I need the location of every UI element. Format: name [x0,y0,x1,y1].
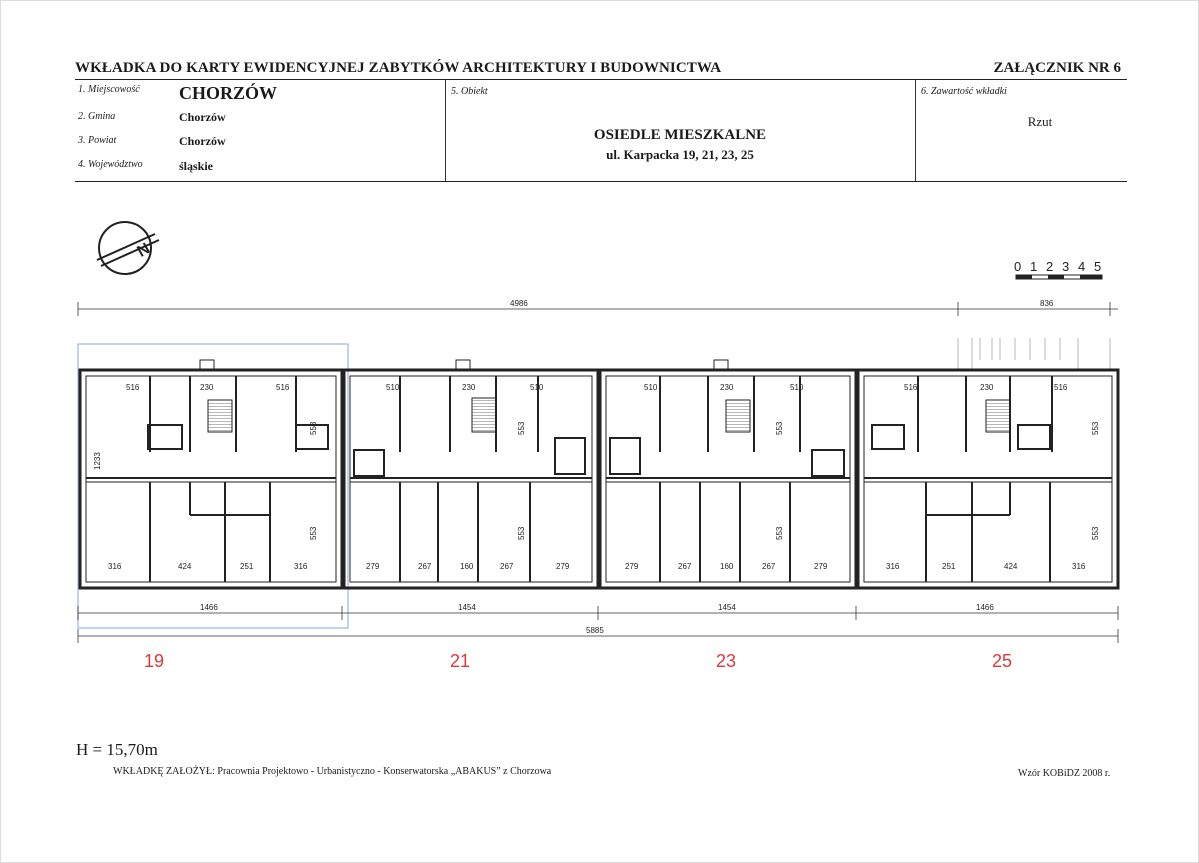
room-dimension: 510 [530,383,544,392]
room-dimension: 230 [720,383,734,392]
room-dimension: 267 [678,562,692,571]
room-dimension: 251 [942,562,956,571]
room-dimension: 316 [108,562,122,571]
floor-plan: N 0 1 2 3 4 5 4986 836 [77,221,1120,671]
header-row: WKŁADKA DO KARTY EWIDENCYJNEJ ZABYTKÓW A… [75,60,1127,80]
selection-frame [77,343,349,629]
template-note: Wzór KOBiDZ 2008 r. [1018,768,1111,779]
room-dimension: 279 [814,562,828,571]
room-dimension: 424 [178,562,192,571]
room-dimension: 230 [980,383,994,392]
segment-dimension: 1466 [976,603,994,612]
height-dimension: 553 [309,526,318,540]
room-dimension: 510 [790,383,804,392]
wojewodztwo-value: śląskie [179,159,214,173]
segment-dimension: 1454 [458,603,476,612]
room-dimension: 251 [240,562,254,571]
height-dimension: 553 [1091,526,1100,540]
zawartosc-value: Rzut [1027,114,1053,129]
zawartosc-label: 6. Zawartość wkładki [921,86,1007,97]
dimension-right-top: 836 [1040,299,1054,308]
room-dimension: 160 [460,562,474,571]
building-number: 25 [992,651,1012,671]
room-dimension: 516 [126,383,140,392]
room-dimension: 267 [500,562,514,571]
scale-label: 0 [1014,259,1021,274]
room-dimension: 510 [386,383,400,392]
projection-lines [957,338,1111,370]
scale-label: 5 [1094,259,1101,274]
column-divider [915,80,916,181]
height-dimension: 553 [775,421,784,435]
room-dimension: 510 [644,383,658,392]
gmina-value: Chorzów [179,110,226,124]
room-dimension: 516 [276,383,290,392]
room-dimension: 316 [294,562,308,571]
room-dimension: 230 [200,383,214,392]
building-number: 23 [716,651,736,671]
height-dimension: 553 [775,526,784,540]
dimension-overall-top: 4986 [510,299,528,308]
room-dimension: 279 [556,562,570,571]
info-table: 1. Miejscowość CHORZÓW 2. Gmina Chorzów … [75,80,1127,182]
building-number: 21 [450,651,470,671]
scale-label: 4 [1078,259,1085,274]
column-divider [445,80,446,181]
height-dimension: 553 [1091,421,1100,435]
scale-bar: 0 1 2 3 4 5 [1014,259,1103,280]
north-arrow-icon: N [96,221,160,275]
building-19 [78,359,344,590]
height-dimension: 553 [309,421,318,435]
miejscowosc-label: 1. Miejscowość [78,84,140,95]
building-height: H = 15,70m [76,740,158,759]
room-dimension: 279 [625,562,639,571]
document-title: WKŁADKA DO KARTY EWIDENCYJNEJ ZABYTKÓW A… [75,60,722,76]
room-dimension: 424 [1004,562,1018,571]
room-dimension: 230 [462,383,476,392]
room-dimension: 160 [720,562,734,571]
height-dimension: 553 [517,526,526,540]
powiat-label: 3. Powiat [78,135,117,146]
room-dimension: 316 [1072,562,1086,571]
room-dimension: 316 [886,562,900,571]
powiat-value: Chorzów [179,134,226,148]
height-dimension: 1233 [93,452,102,470]
room-dimension: 516 [1054,383,1068,392]
segment-dimension: 1466 [200,603,218,612]
scale-label: 2 [1046,259,1053,274]
miejscowosc-value: CHORZÓW [179,83,278,103]
scale-label: 3 [1062,259,1069,274]
obiekt-address: ul. Karpacka 19, 21, 23, 25 [606,147,754,162]
segment-dimension: 1454 [718,603,736,612]
annex-number: ZAŁĄCZNIK NR 6 [993,60,1121,76]
dimension-overall-bottom: 5885 [586,626,604,635]
building-25 [856,368,1120,590]
building-21 [342,359,600,590]
gmina-label: 2. Gmina [78,111,116,122]
scale-label: 1 [1030,259,1037,274]
building-23 [598,359,858,590]
obiekt-label: 5. Obiekt [451,86,488,97]
height-dimension: 553 [517,421,526,435]
wojewodztwo-label: 4. Województwo [78,159,143,170]
obiekt-name: OSIEDLE MIESZKALNE [593,127,767,143]
room-dimension: 516 [904,383,918,392]
room-dimension: 279 [366,562,380,571]
room-dimension: 267 [762,562,776,571]
building-number: 19 [144,651,164,671]
author-note: WKŁADKĘ ZAŁOŻYŁ: Pracownia Projektowo - … [113,766,552,777]
room-dimension: 267 [418,562,432,571]
